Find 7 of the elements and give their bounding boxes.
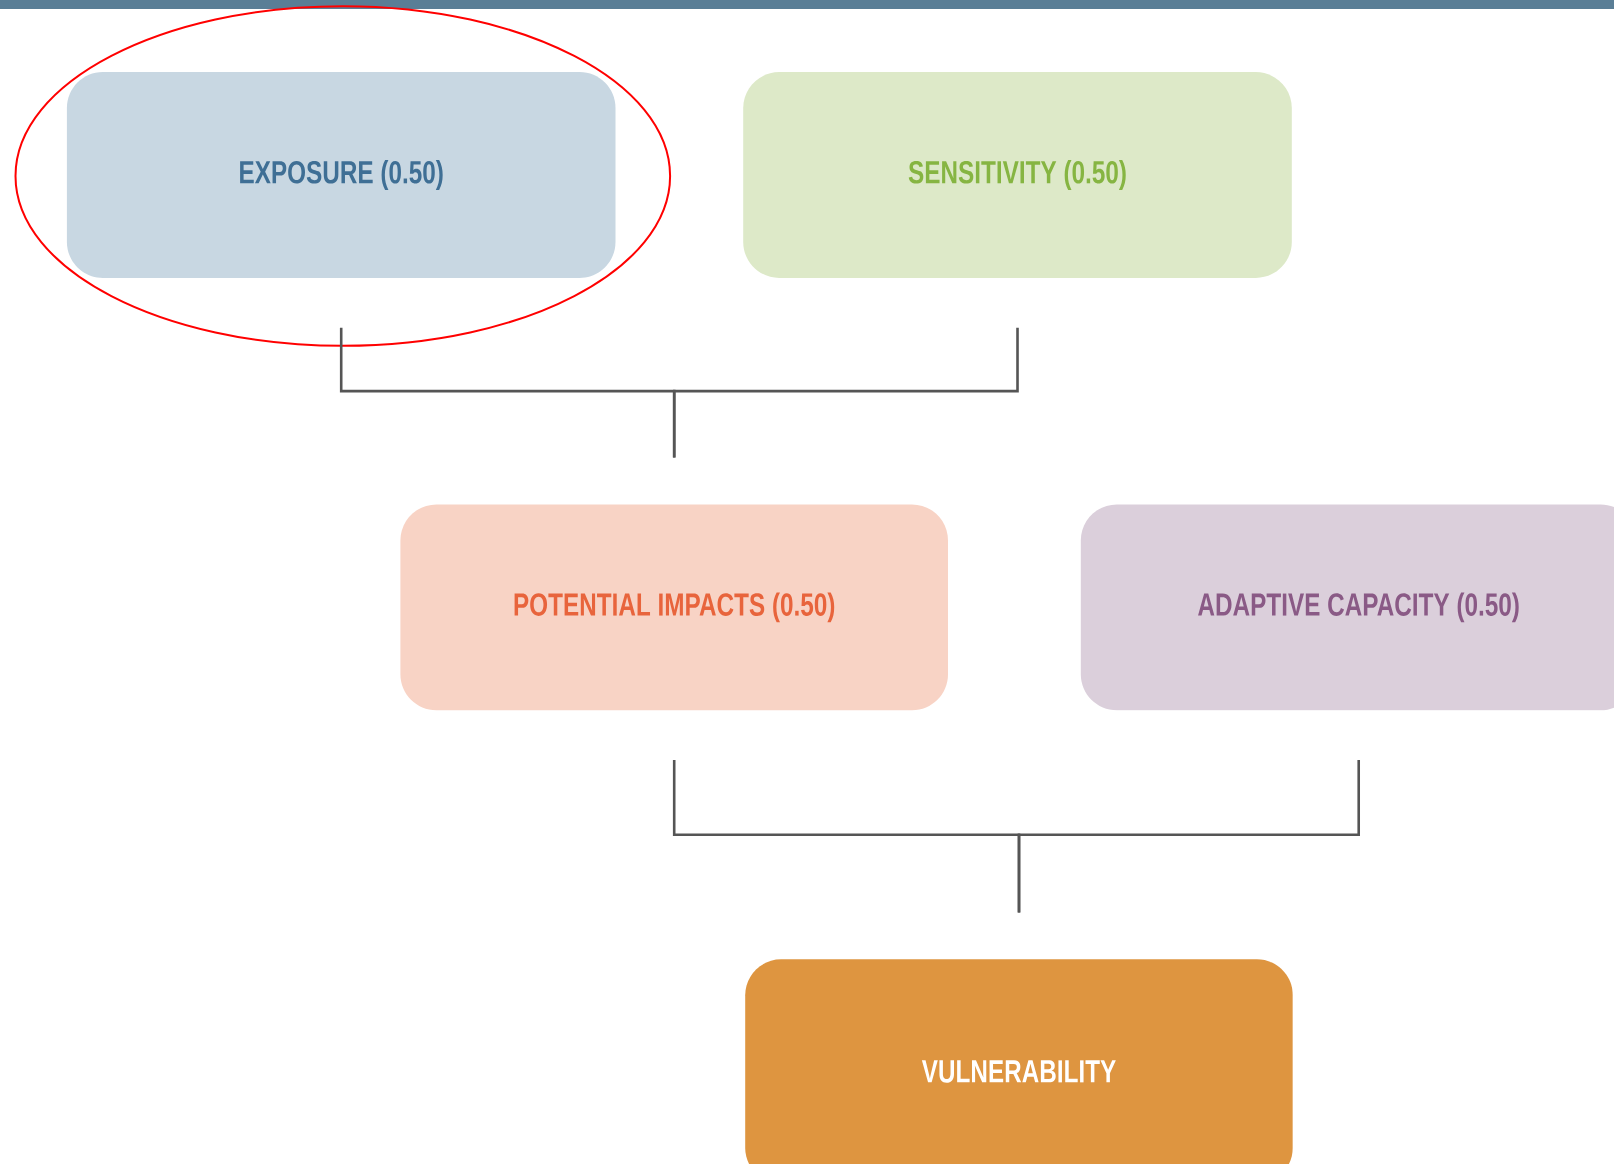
category-box: SENSITIVITY (0.50) [743, 72, 1292, 278]
connector-line [1017, 760, 1360, 913]
connector-line [672, 327, 1019, 458]
category-box: POTENTIAL IMPACTS (0.50) [400, 504, 948, 711]
category-box: ADAPTIVE CAPACITY (0.50) [1080, 504, 1614, 711]
category-box: VULNERABILITY [745, 959, 1293, 1164]
category-box: EXPOSURE (0.50) [66, 72, 616, 278]
